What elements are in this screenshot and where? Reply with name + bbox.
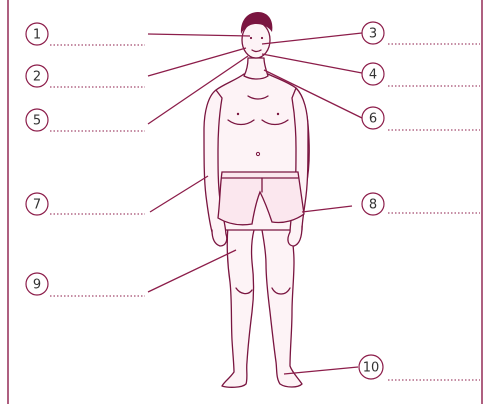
label-number-7: 7: [33, 198, 41, 213]
label-number-4: 4: [369, 68, 377, 83]
leader-8: [302, 206, 352, 212]
label-badge-5: 5: [26, 109, 48, 131]
right-nipple: [277, 113, 279, 115]
leader-2: [148, 48, 246, 76]
label-badge-4: 4: [362, 63, 384, 85]
label-badge-3: 3: [362, 22, 384, 44]
neck: [244, 58, 268, 79]
label-badge-2: 2: [26, 65, 48, 87]
left-eye: [250, 37, 252, 39]
label-badge-1: 1: [26, 23, 48, 45]
label-badge-6: 6: [362, 107, 384, 129]
label-number-8: 8: [369, 198, 377, 213]
leader-4: [262, 54, 362, 73]
label-badge-8: 8: [362, 193, 384, 215]
leader-3: [262, 33, 362, 44]
label-number-1: 1: [33, 28, 41, 43]
left-leg: [222, 226, 254, 387]
label-number-10: 10: [363, 361, 380, 376]
number-badges: 1 2 3 4 5 6 7 8: [26, 22, 384, 379]
leader-7: [150, 176, 208, 212]
leader-10: [284, 367, 358, 374]
left-nipple: [237, 113, 239, 115]
label-number-3: 3: [369, 27, 377, 42]
leader-9: [148, 250, 236, 292]
label-badge-7: 7: [26, 193, 48, 215]
label-number-5: 5: [33, 114, 41, 129]
right-leg: [262, 226, 302, 387]
label-number-9: 9: [33, 278, 41, 293]
label-number-6: 6: [369, 112, 377, 127]
label-badge-10: 10: [359, 355, 383, 379]
right-eye: [261, 37, 263, 39]
human-figure: [204, 12, 309, 387]
label-badge-9: 9: [26, 273, 48, 295]
leader-1: [148, 34, 250, 36]
label-number-2: 2: [33, 70, 41, 85]
